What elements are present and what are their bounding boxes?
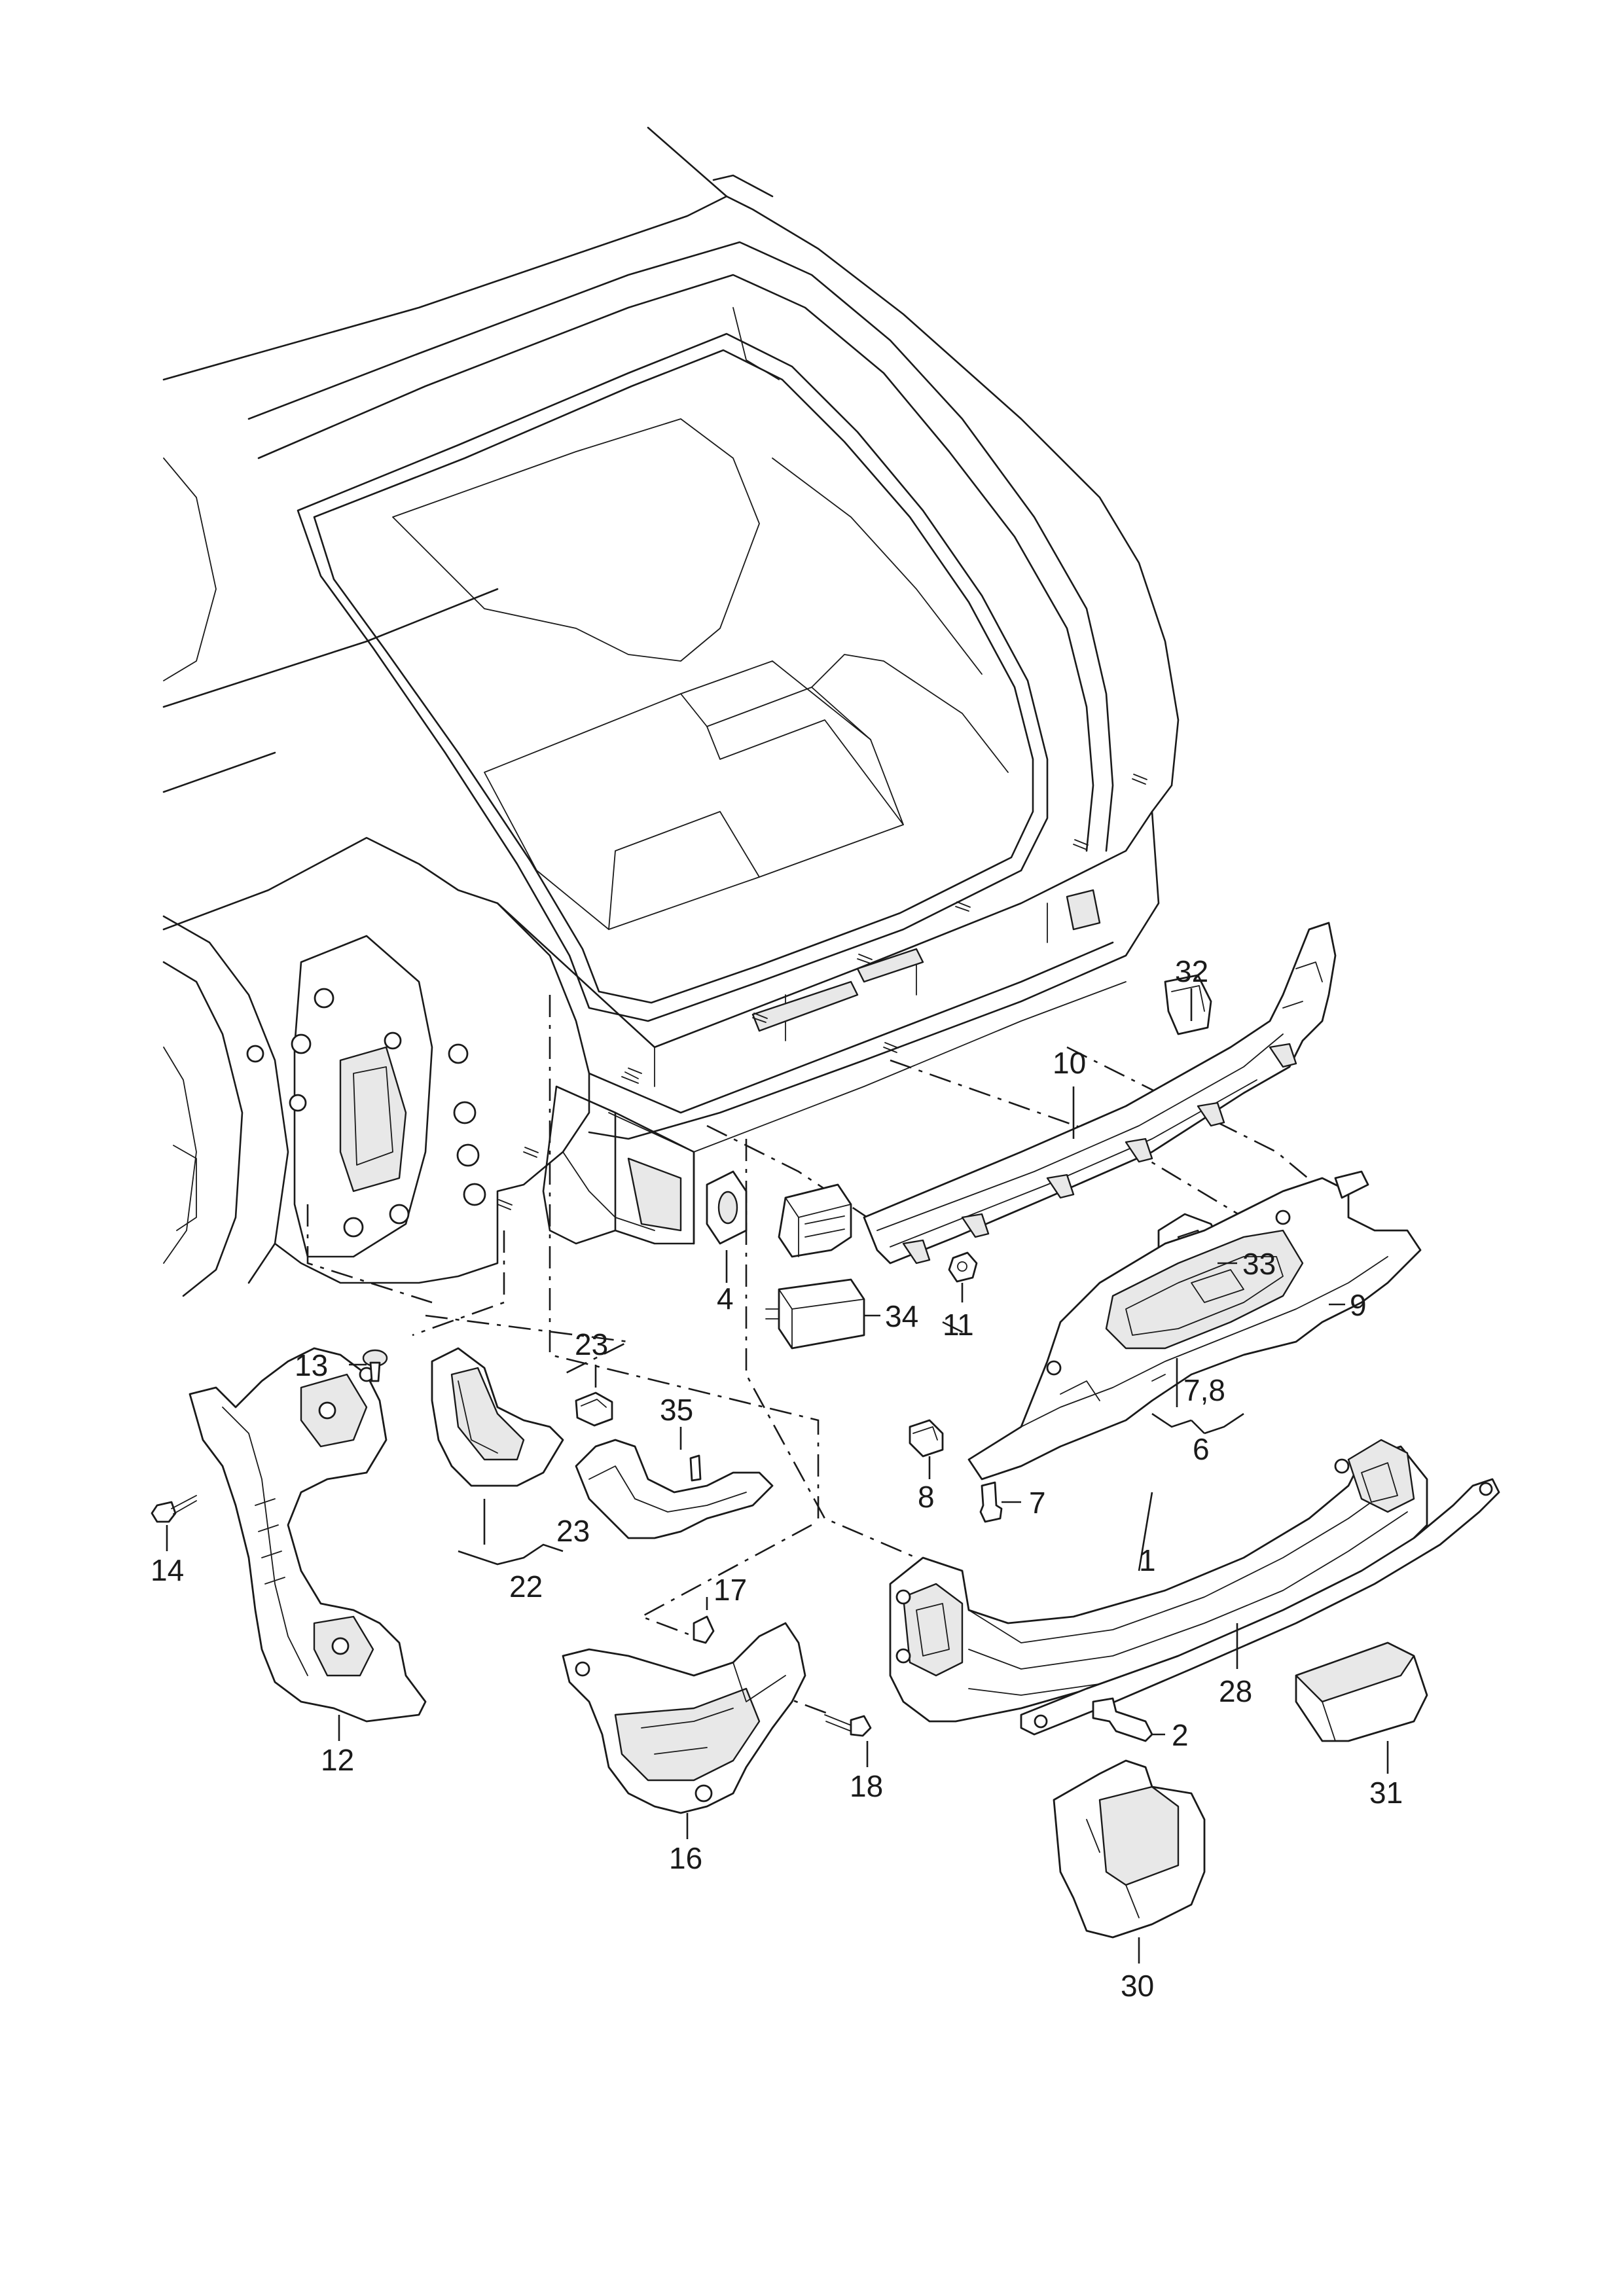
part-4-grommet[interactable] <box>706 1170 748 1245</box>
part-6-carrier-plate[interactable] <box>967 1170 1422 1480</box>
callout-33: 33 <box>1242 1247 1276 1281</box>
callout-32: 32 <box>1175 954 1208 988</box>
callout-leaders <box>166 988 1389 1964</box>
part-35-bracket[interactable] <box>575 1439 774 1539</box>
callout-labels: 1 2 4 6 7 7,8 8 9 10 11 12 13 14 16 17 1… <box>151 954 1403 2003</box>
callout-1: 1 <box>1139 1543 1156 1577</box>
callout-34: 34 <box>885 1299 918 1333</box>
callout-12: 12 <box>321 1743 354 1777</box>
callout-23-bottom: 23 <box>556 1514 590 1548</box>
vehicle-body-outline <box>162 126 1180 1297</box>
part-32-cap[interactable] <box>1164 974 1212 1035</box>
callout-30: 30 <box>1121 1969 1154 2003</box>
callout-18: 18 <box>850 1769 883 1803</box>
part-16-bracket[interactable] <box>562 1622 806 1814</box>
rear-panel-studs <box>497 774 1147 1210</box>
callout-31: 31 <box>1369 1776 1403 1810</box>
callout-16: 16 <box>669 1841 702 1875</box>
callout-9: 9 <box>1350 1288 1367 1322</box>
connector-housing[interactable] <box>778 1183 852 1258</box>
callout-7: 7 <box>1029 1486 1046 1520</box>
callout-8: 8 <box>918 1480 935 1514</box>
callout-2: 2 <box>1172 1718 1189 1752</box>
callout-23-top: 23 <box>575 1327 608 1361</box>
part-1-bumper-beam[interactable] <box>889 1439 1428 1723</box>
part-8-clip-nut[interactable] <box>909 1419 944 1458</box>
part-23-clip[interactable] <box>575 1391 613 1427</box>
part-18-screw[interactable] <box>824 1714 872 1737</box>
callout-35: 35 <box>660 1393 693 1427</box>
callout-22: 22 <box>509 1570 543 1604</box>
part-31-cap[interactable] <box>1295 1641 1428 1742</box>
part-13-screw[interactable] <box>362 1349 388 1382</box>
callout-13: 13 <box>295 1348 328 1382</box>
callout-7-8: 7,8 <box>1183 1373 1225 1407</box>
callout-28: 28 <box>1219 1674 1252 1708</box>
part-22-closing-plate[interactable] <box>431 1347 564 1487</box>
callout-14: 14 <box>151 1553 184 1587</box>
callout-11: 11 <box>943 1308 974 1342</box>
part-12-bracket[interactable] <box>189 1347 427 1723</box>
assembly-leader-lines <box>306 995 1316 1716</box>
part-11-nut[interactable] <box>948 1251 978 1283</box>
part-30-deflector[interactable] <box>1053 1759 1206 1939</box>
quarter-panel-holes <box>246 988 486 1238</box>
part-2-bolt[interactable] <box>1092 1697 1153 1742</box>
part-17-clip[interactable] <box>693 1615 715 1644</box>
callout-10: 10 <box>1053 1046 1086 1080</box>
part-10-rail[interactable] <box>863 922 1337 1265</box>
part-7-bolt[interactable] <box>979 1481 1003 1523</box>
part-34-control-unit[interactable] <box>765 1278 865 1350</box>
callout-17: 17 <box>713 1573 747 1607</box>
callout-4: 4 <box>717 1282 734 1316</box>
callout-6: 6 <box>1193 1432 1210 1466</box>
part-14-screw[interactable] <box>151 1495 197 1523</box>
